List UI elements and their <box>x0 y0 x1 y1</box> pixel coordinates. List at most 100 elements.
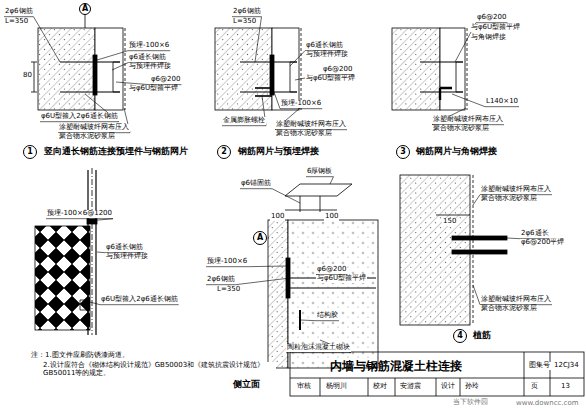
leader-line <box>290 51 305 66</box>
callout-text: 与φ6U型箍平焊 <box>305 75 356 83</box>
callout-circle: 3 <box>396 145 410 159</box>
leader-line <box>248 266 286 268</box>
callout-text: 与φ6U型箍平焊 <box>128 85 179 93</box>
drawing-line <box>524 352 525 396</box>
leader-line <box>128 50 170 51</box>
drawing-g <box>31 15 584 396</box>
drawing-rect <box>452 250 507 254</box>
callout-text: 注：1.图文件应刷防锈漆两道。 <box>30 352 130 360</box>
leader-line <box>272 189 300 203</box>
callout-text: L=350 <box>232 18 257 26</box>
callout-text: 2φ6钢筋 <box>232 8 262 16</box>
callout-text: 80 <box>22 72 33 80</box>
drawing-line <box>92 168 93 335</box>
sheet-title: 内墙与钢筋混凝土柱连接 <box>330 358 462 375</box>
drawing-line <box>268 238 269 239</box>
callout-text: L=350 <box>216 286 241 294</box>
callout-circle: 2 <box>217 145 231 159</box>
callout-text: 预埋-100×6@1200 <box>46 210 113 218</box>
leader-line <box>236 278 290 285</box>
callout-text: 校对 <box>372 383 388 391</box>
drawing-rect <box>93 55 97 95</box>
drawing-path <box>285 184 352 196</box>
drawing-line <box>240 61 297 62</box>
drawing-line <box>60 61 120 62</box>
callout-text: 与预埋件焊接 <box>305 51 349 59</box>
drawing-rect <box>215 28 272 110</box>
callout-text: 预埋-100×6 <box>128 42 170 50</box>
callout-text: 100 <box>324 213 339 221</box>
callout-text: 涂塑耐碱玻纤网布压入 <box>58 124 130 132</box>
drawing-line <box>299 310 301 330</box>
drawing-line <box>255 87 272 89</box>
callout-text: 与预埋件焊接 <box>128 63 172 71</box>
callout-number: 3 <box>400 148 406 156</box>
callout-text: 与φ6U型箍平焊 <box>470 24 521 32</box>
drawing-line <box>285 210 337 211</box>
callout-text: 2φ6钢筋 <box>4 8 34 16</box>
callout-text: 聚合物水泥砂浆层 <box>480 195 538 203</box>
drawing-rect <box>35 226 90 330</box>
callout-text: 预埋-100×6 <box>280 100 322 108</box>
callout-text: 100 <box>270 213 285 221</box>
drawing-line <box>436 378 437 396</box>
leader-line <box>280 108 322 109</box>
callout-text: φ6U型箍入2φ6通长钢筋 <box>40 113 119 121</box>
drawing-rect <box>268 220 288 368</box>
leader-line <box>316 320 339 321</box>
callout-text: 2φ6通长 <box>520 230 550 238</box>
drawing-line <box>34 62 35 92</box>
drawing-line <box>320 378 321 396</box>
callout-text: 安游震 <box>399 383 422 391</box>
note-text: 2.设计应符合《砌体结构设计规范》GB50003和《建筑抗震设计规范》GB500… <box>42 362 276 377</box>
drawing-line <box>288 287 376 288</box>
detail-caption: 竖向通长钢筋连接预埋件与钢筋网片 <box>43 147 189 157</box>
callout-text: φ6@200 <box>316 266 347 274</box>
callout-text: 涂塑耐碱玻纤网布压入 <box>432 116 504 124</box>
callout-text: 陶粒泡沫混凝土砌块 <box>286 344 351 352</box>
callout-text: 聚合物水泥砂浆层 <box>480 305 538 313</box>
callout-text: φ6锚固筋 <box>240 180 272 188</box>
drawing-rect <box>270 55 274 95</box>
callout-text: 预埋-100×6 <box>206 258 248 266</box>
callout-text: 涂塑耐碱玻纤网布压入 <box>480 186 552 194</box>
callout-text: 图集号 <box>528 362 551 370</box>
drawing-rect <box>452 236 507 240</box>
leader-line <box>286 352 351 353</box>
leader-line <box>97 252 105 254</box>
detail-caption: 植筋 <box>472 331 492 341</box>
callout-text: 结构胶 <box>316 312 339 320</box>
callout-text: 与φ6U型箍平焊 <box>316 275 367 283</box>
callout-text: 涂塑耐碱玻纤网布压入 <box>480 296 552 304</box>
leader-line <box>46 218 113 219</box>
drawing-line <box>460 378 461 396</box>
drawing-line <box>240 91 297 92</box>
drawing-line <box>395 378 396 396</box>
detail-caption: 钢筋网片与预埋焊接 <box>237 147 320 157</box>
leader-line <box>100 304 179 305</box>
drawing-rect <box>95 28 123 110</box>
drawing-line <box>95 170 96 335</box>
leader-line <box>452 94 485 107</box>
callout-circle: A <box>253 231 267 245</box>
leader-line <box>485 106 519 107</box>
leader-line <box>330 177 333 184</box>
drawing-line <box>31 62 37 63</box>
callout-text: 涂塑耐碱玻纤网布压入 <box>275 121 347 129</box>
callout-text: 13 <box>560 383 571 391</box>
callout-text: φ6通长钢筋 <box>128 54 167 62</box>
callout-text: φ6U型箍入2φ6通长钢筋 <box>100 296 179 304</box>
callout-text: 聚合物水泥砂浆层 <box>275 130 333 138</box>
callout-text: 与角钢焊接 <box>470 34 507 42</box>
leader-line <box>301 320 316 322</box>
callout-text: φ6@200 <box>150 76 181 84</box>
drawing-rect <box>272 28 299 110</box>
leader-line <box>222 125 266 126</box>
callout-text: φ6@200平焊 <box>520 239 565 247</box>
callout-text: 金属膨胀螺栓 <box>222 117 266 125</box>
callout-text: L140×10 <box>485 98 519 106</box>
callout-text: φ6@200 <box>476 14 507 22</box>
drawing-path <box>456 62 463 92</box>
callout-text: 设计 <box>440 383 456 391</box>
